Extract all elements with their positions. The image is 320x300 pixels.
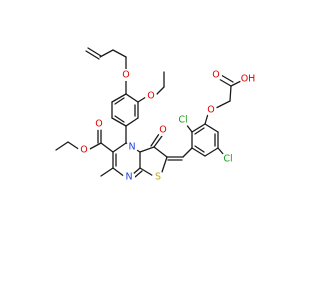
svg-text:N: N (128, 142, 135, 153)
svg-text:O: O (147, 91, 154, 102)
acid-carbonyl-oxygen-atom: O (210, 69, 222, 81)
chemical-structure-diagram: O O O O O O O OH (55, 47, 256, 183)
ring-ketone-oxygen-atom: O (157, 124, 169, 136)
thiazole-sulfur-atom: S (152, 171, 164, 183)
svg-text:Cl: Cl (178, 115, 187, 126)
imine-nitrogen-atom: N (123, 171, 135, 183)
acid-hydroxyl-atom: OH (240, 71, 256, 87)
bond-network (55, 47, 242, 178)
atom-labels: O O O O O O O OH (78, 69, 256, 183)
svg-text:O: O (122, 70, 129, 81)
lower-chlorine-atom: Cl (221, 152, 235, 166)
ester-carbonyl-oxygen-atom: O (93, 118, 105, 130)
svg-text:OH: OH (241, 74, 256, 85)
aryl-ether-oxygen-atom: O (205, 104, 217, 116)
svg-text:O: O (207, 105, 214, 116)
svg-text:O: O (159, 125, 166, 136)
svg-text:N: N (125, 172, 132, 183)
ester-alkyl-oxygen-atom: O (78, 144, 90, 156)
svg-text:Cl: Cl (223, 154, 232, 165)
upper-chlorine-atom: Cl (176, 113, 190, 127)
svg-text:O: O (80, 145, 87, 156)
fused-ring-nitrogen-atom: N (126, 141, 138, 153)
svg-text:O: O (212, 70, 219, 81)
svg-text:S: S (155, 172, 161, 183)
allyl-ether-oxygen-atom: O (120, 69, 132, 81)
svg-text:O: O (95, 119, 102, 130)
ethoxy-oxygen-atom: O (145, 90, 157, 102)
